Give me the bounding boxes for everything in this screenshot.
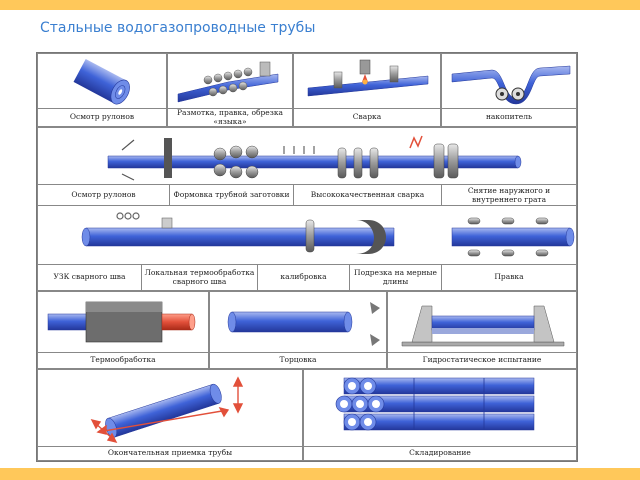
facing-illustration	[227, 302, 380, 346]
stage-label: накопитель	[442, 108, 576, 126]
stage-cell-accumulator: накопитель	[441, 53, 577, 127]
stage-label: Подрезка на мерные длины	[350, 264, 442, 290]
welding-illustration	[307, 59, 429, 97]
stage-label: Локальная термообработка сварного шва	[142, 264, 258, 290]
stage-cell-facing: Торцовка	[209, 291, 387, 369]
accumulator-illustration	[451, 65, 571, 105]
stage-label: Термообработка	[38, 352, 208, 368]
calibration-line-illustration	[81, 212, 395, 254]
process-diagram: Осмотр рулонов Размотка, правка, обрезка…	[36, 52, 578, 462]
stage-label: калибровка	[258, 264, 350, 290]
stage-cell-uncoil-straighten: Размотка, правка, обрезка «языка»	[167, 53, 293, 127]
inspection-line-row: УЗК сварного шва Локальная термообработк…	[37, 205, 577, 291]
stage-label: Размотка, правка, обрезка «языка»	[168, 108, 292, 126]
stage-label: Складирование	[304, 446, 576, 460]
straightener-illustration	[177, 61, 279, 103]
stage-cell-heat-treatment: Термообработка	[37, 291, 209, 369]
hydrotest-illustration	[401, 305, 565, 347]
top-accent-bar	[0, 0, 640, 10]
slide-title: Стальные водогазопроводные трубы	[40, 20, 316, 36]
stage-cell-coil-inspection-1: Осмотр рулонов	[37, 53, 167, 127]
coil-illustration	[73, 58, 130, 105]
stage-label: Торцовка	[210, 352, 386, 368]
stage-label: УЗК сварного шва	[38, 264, 142, 290]
straightening-illustration	[451, 217, 575, 257]
final-acceptance-illustration	[90, 376, 244, 444]
stage-label: Снятие наружного и внутреннего грата	[442, 184, 576, 206]
forming-line-row: Осмотр рулонов Формовка трубной заготовк…	[37, 127, 577, 206]
bottom-accent-bar	[0, 468, 640, 480]
stage-label: Сварка	[294, 108, 440, 126]
storage-illustration	[335, 377, 535, 431]
stage-label: Правка	[442, 264, 576, 290]
stage-label: Осмотр рулонов	[38, 184, 170, 206]
stage-label: Окончательная приемка трубы	[38, 446, 302, 460]
stage-cell-hydrotest: Гидростатическое испытание	[387, 291, 577, 369]
stage-label: Формовка трубной заготовки	[170, 184, 294, 206]
heat-treatment-illustration	[47, 301, 196, 343]
stage-label: Гидростатическое испытание	[388, 352, 576, 368]
stage-cell-storage: Складирование	[303, 369, 577, 461]
stage-label: Высококачественная сварка	[294, 184, 442, 206]
stage-cell-welding: Сварка	[293, 53, 441, 127]
stage-label: Осмотр рулонов	[38, 108, 166, 126]
stage-cell-final-acceptance: Окончательная приемка трубы	[37, 369, 303, 461]
forming-line-illustration	[107, 135, 522, 181]
